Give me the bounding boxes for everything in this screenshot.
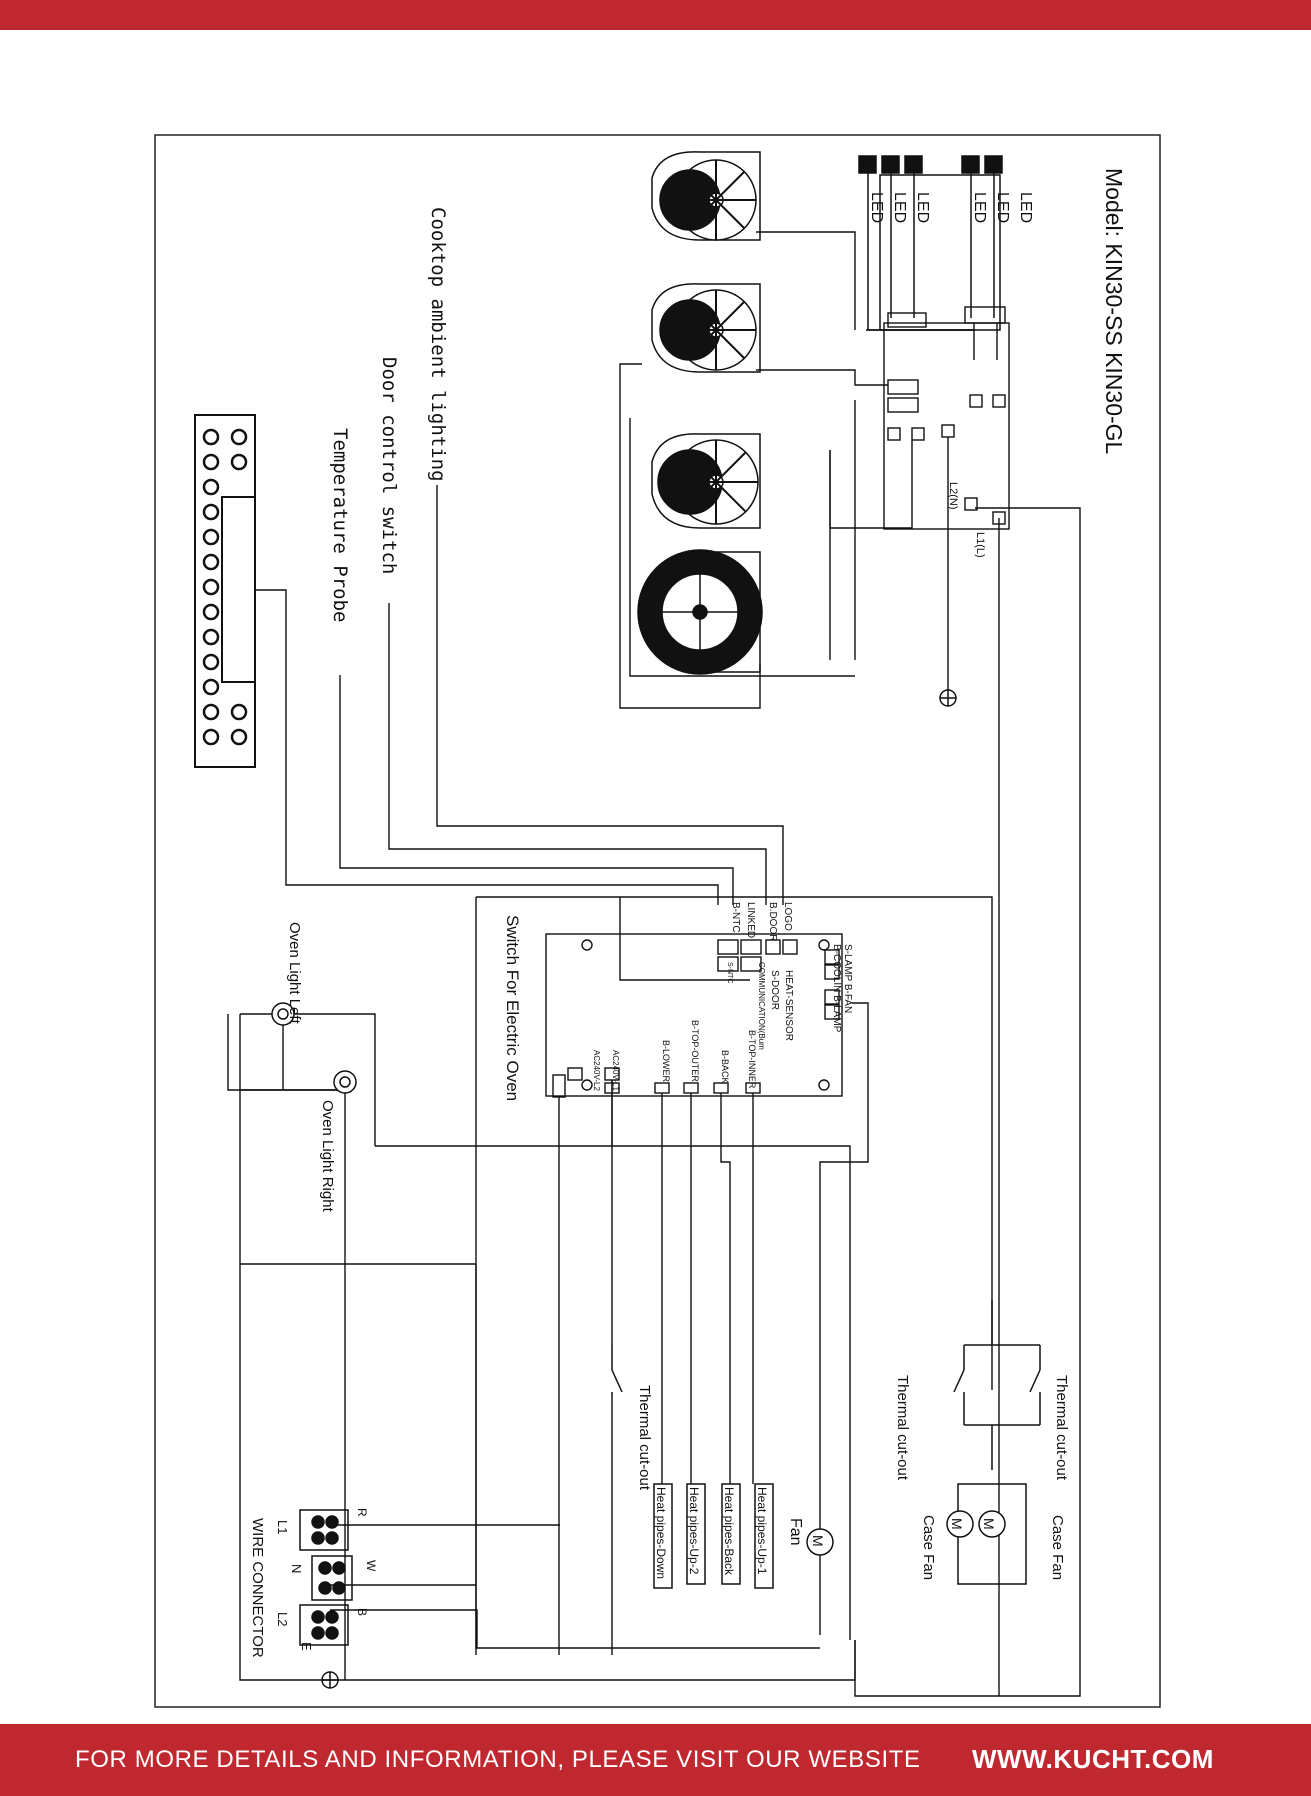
oven-label-linked: LINKED: [745, 902, 756, 938]
led-label-6: LED: [1017, 192, 1034, 223]
model-title: Model: KIN30-SS KIN30-GL: [1101, 168, 1127, 455]
wc-label-b: B: [355, 1608, 369, 1616]
oven-label-bntc: B-NTC: [730, 902, 741, 933]
oven-wiring: [227, 897, 869, 1681]
footer-text: FOR MORE DETAILS AND INFORMATION, PLEASE…: [75, 1746, 921, 1773]
oven-label-s-door: S-DOOR: [769, 970, 780, 1010]
case-fan-a-motor: M: [981, 1518, 997, 1530]
oven-label-ac240v-l2: AC240V-L2: [592, 1050, 601, 1091]
terminal-l1l: L1(L): [974, 532, 986, 558]
thermal-cutout-a-label: Thermal cut-out: [1053, 1375, 1070, 1481]
case-fan-b-motor: M: [949, 1518, 965, 1530]
led-label-5: LED: [994, 192, 1011, 223]
wire-connector: [299, 1509, 353, 1689]
top-brand-bar: [0, 0, 1311, 30]
wc-label-w: W: [364, 1560, 378, 1572]
heater-back: Heat pipes-Back: [722, 1487, 736, 1576]
cooktop-control-board: [883, 306, 1010, 530]
coil-2: [651, 283, 761, 373]
wc-label-r: R: [355, 1508, 369, 1517]
legend-temperature-probe: Temperature Probe: [329, 428, 351, 622]
oven-light-right-label: Oven Light Right: [319, 1100, 336, 1213]
cooktop-touch-panel: [194, 414, 256, 768]
footer-website-link[interactable]: WWW.KUCHT.COM: [972, 1744, 1214, 1774]
oven-fan-label: Fan: [787, 1518, 804, 1546]
coil-4: [637, 549, 763, 675]
oven-label-s-ntc: S-NTC: [726, 962, 733, 983]
legend-door-control-switch: Door control switch: [378, 357, 400, 574]
led-label-2: LED: [891, 192, 908, 223]
terminal-l2n: L2(N): [947, 482, 959, 510]
oven-label-heat-sensor: HEAT-SENSOR: [783, 970, 794, 1041]
coil-3: [651, 433, 761, 529]
oven-light-right: [333, 1070, 357, 1094]
oven-light-left: [271, 1002, 295, 1026]
induction-coils: [637, 151, 763, 675]
led-label-1: LED: [868, 192, 885, 223]
led-label-4: LED: [971, 192, 988, 223]
case-fans: [946, 1483, 1027, 1585]
case-fan-a-label: Case Fan: [1049, 1515, 1066, 1580]
oven-label-communication: COMMUNICATION(Bum: [757, 962, 766, 1050]
wc-label-l1: L1: [275, 1520, 290, 1534]
case-fan-b-label: Case Fan: [920, 1515, 937, 1580]
oven-label-b-lower: B-LOWER: [661, 1040, 671, 1083]
oven-switch-board: [545, 933, 843, 1098]
wc-label-e: E: [299, 1642, 314, 1651]
led-connectors: [858, 155, 1003, 331]
oven-label-logo: LOGO: [782, 902, 793, 931]
oven-label-b-top-inner: B-TOP-INNER: [747, 1030, 757, 1089]
heater-up-1: Heat pipes-Up-1: [755, 1487, 769, 1575]
oven-label-ac240v-l1: AC240V-L1: [611, 1050, 620, 1091]
coil-1: [651, 151, 761, 241]
oven-label-bdoor: B.DOOR: [767, 902, 778, 941]
diagram-frame: [154, 134, 1161, 1708]
wc-label-n: N: [289, 1564, 304, 1573]
led-label-3: LED: [914, 192, 931, 223]
thermal-cutout-c-label: Thermal cut-out: [636, 1385, 653, 1491]
heater-up-2: Heat pipes-Up-2: [687, 1487, 701, 1575]
thermal-cutouts: [611, 1300, 1041, 1470]
oven-fan-motor: M: [810, 1535, 826, 1547]
oven-label-b-top-outer: B-TOP-OUTER: [690, 1020, 700, 1082]
wire-connector-title: WIRE CONNECTOR: [249, 1518, 266, 1658]
heater-down: Heat pipes-Down: [654, 1487, 668, 1579]
oven-label-b-back: B-BACK: [720, 1050, 730, 1084]
legend-cooktop-ambient-lighting: Cooktop ambient lighting: [427, 207, 449, 482]
oven-board-title: Switch For Electric Oven: [503, 915, 522, 1101]
footer-bar: FOR MORE DETAILS AND INFORMATION, PLEASE…: [0, 1724, 1311, 1796]
oven-light-left-label: Oven Light Left: [286, 922, 303, 1025]
oven-label-slamp-bfan: S-LAMP B-FAN: [842, 944, 853, 1013]
wc-label-l2: L2: [275, 1612, 290, 1626]
oven-fan: [806, 1528, 834, 1556]
ground-symbol: [939, 689, 957, 707]
heat-pipes: [653, 1483, 774, 1589]
legend-lead-lines: [255, 485, 993, 1390]
oven-label-bcoolin-blamp: B-COOLIN B-LAMP: [831, 944, 842, 1033]
thermal-cutout-b-label: Thermal cut-out: [894, 1375, 911, 1481]
